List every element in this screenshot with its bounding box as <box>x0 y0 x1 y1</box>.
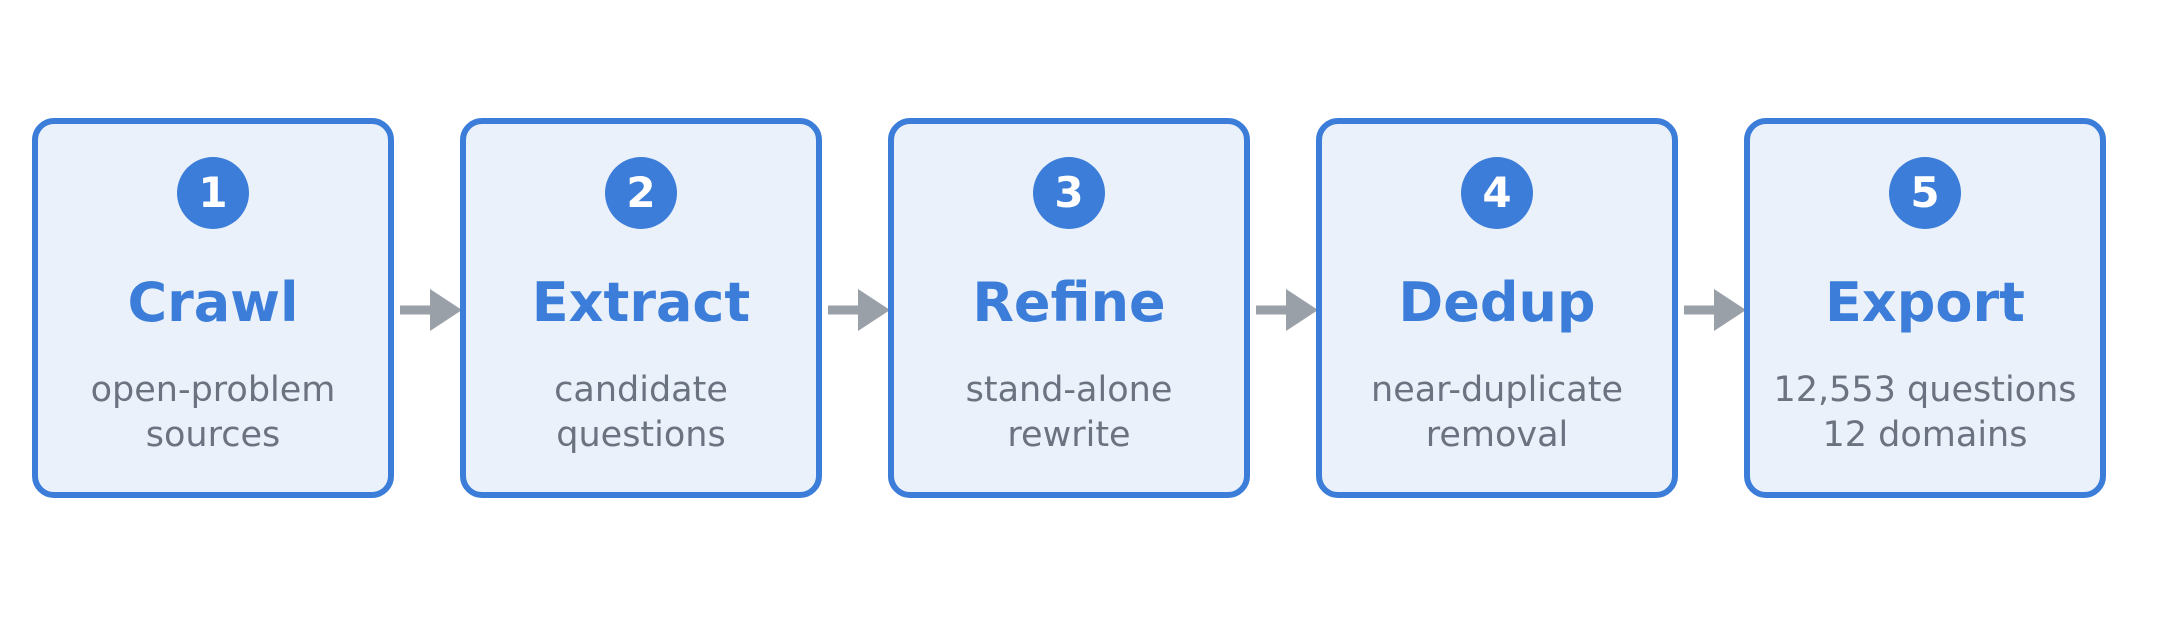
stage-description-line: open-problem <box>90 370 336 410</box>
stage-crawl: 1 Crawl open-problem sources <box>32 118 394 498</box>
stage-description-line: rewrite <box>1007 415 1131 455</box>
arrow-right-icon <box>1684 289 1746 331</box>
stage-title: Dedup <box>1398 271 1596 334</box>
stage-description-line: questions <box>556 415 726 455</box>
arrow-right-icon <box>400 289 462 331</box>
stage-title: Crawl <box>127 271 299 334</box>
stage-extract: 2 Extract candidate questions <box>460 118 822 498</box>
stage-description-line: stand-alone <box>965 370 1173 410</box>
stage-description-line: near-duplicate <box>1371 370 1623 410</box>
arrow-right-icon <box>828 289 890 331</box>
stage-description-line: 12 domains <box>1822 415 2028 455</box>
stage-description: open-problem sources <box>48 368 378 458</box>
stage-number-badge: 5 <box>1889 157 1961 229</box>
stage-number-badge: 1 <box>177 157 249 229</box>
stage-title: Export <box>1825 271 2025 334</box>
stage-number-badge: 2 <box>605 157 677 229</box>
stage-description-line: removal <box>1425 415 1569 455</box>
stage-description-line: sources <box>145 415 281 455</box>
stage-description: near-duplicate removal <box>1332 368 1662 458</box>
stage-number-badge: 3 <box>1033 157 1105 229</box>
stage-title: Extract <box>531 271 751 334</box>
stage-title: Refine <box>972 271 1166 334</box>
arrow-right-icon <box>1256 289 1318 331</box>
stage-description-line: candidate <box>554 370 728 410</box>
stage-number-badge: 4 <box>1461 157 1533 229</box>
stage-export: 5 Export 12,553 questions 12 domains <box>1744 118 2106 498</box>
stage-dedup: 4 Dedup near-duplicate removal <box>1316 118 1678 498</box>
stage-refine: 3 Refine stand-alone rewrite <box>888 118 1250 498</box>
stage-description: stand-alone rewrite <box>904 368 1234 458</box>
stage-description: candidate questions <box>476 368 806 458</box>
stage-description-line: 12,553 questions <box>1773 370 2077 410</box>
stage-description: 12,553 questions 12 domains <box>1760 368 2090 458</box>
